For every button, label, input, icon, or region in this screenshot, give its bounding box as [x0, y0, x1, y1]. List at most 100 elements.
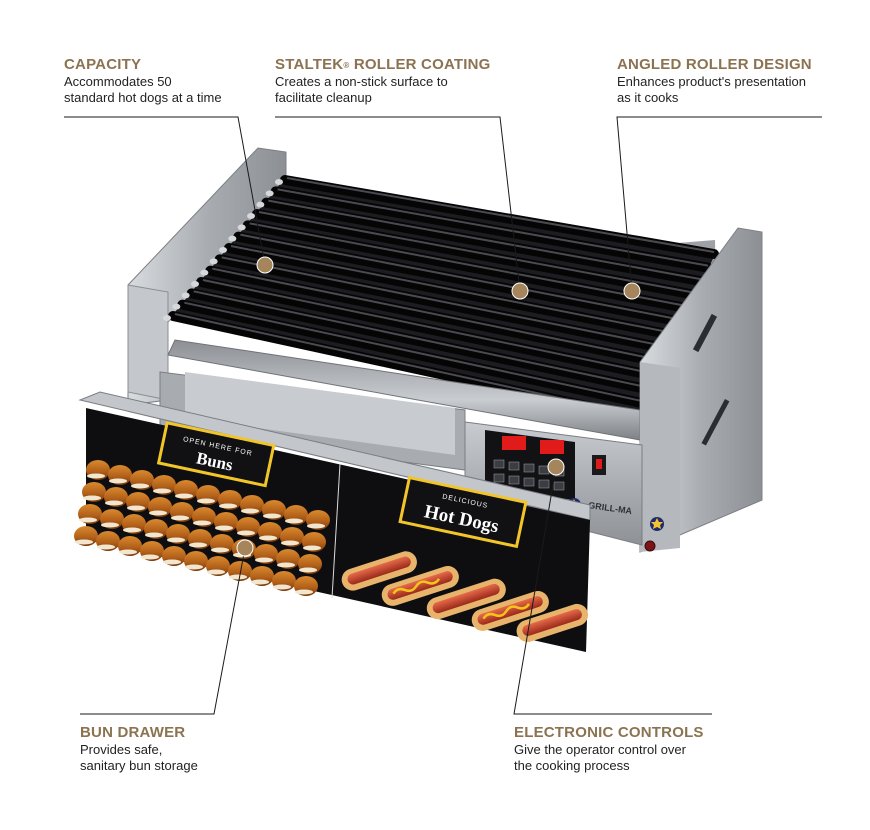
bun-crumb	[307, 523, 325, 529]
controls-leader-line	[513, 466, 712, 715]
controls-title: ELECTRONIC CONTROLS	[514, 724, 704, 741]
angled-desc-line1: Enhances product's presentation	[617, 74, 806, 89]
capacity-callout: CAPACITY Accommodates 50 standard hot do…	[64, 56, 222, 106]
buns-sign-panel	[160, 424, 272, 484]
bun-crumb	[79, 517, 97, 523]
bun-crumb	[211, 547, 229, 553]
mustard	[482, 603, 531, 620]
roller-end-cap	[275, 179, 283, 185]
sausage	[477, 596, 543, 625]
roller	[196, 277, 665, 382]
bun-crumb	[281, 540, 299, 546]
right-vent-slot-lower	[701, 398, 730, 446]
controls-marker-dot	[547, 458, 565, 476]
sausage	[432, 583, 500, 614]
roller-end-cap	[181, 292, 190, 299]
roller-end-cap	[163, 315, 171, 321]
bun-drawer-desc-line2: sanitary bun storage	[80, 758, 198, 773]
bun-crumb	[185, 564, 203, 570]
controls-desc-line1: Give the operator control over	[514, 742, 686, 757]
bun-crumb	[167, 537, 185, 543]
bun-crumb	[75, 539, 93, 545]
capacity-title: CAPACITY	[64, 56, 142, 73]
bun-crumb	[263, 513, 281, 519]
staltek-desc-line1: Creates a non-stick surface to	[275, 74, 448, 89]
bun-crumb	[255, 557, 273, 563]
bun-crumb	[285, 518, 303, 524]
roller-highlight	[277, 188, 709, 267]
bun-drawer-marker-dot	[236, 539, 254, 557]
bun-crumb	[273, 584, 291, 590]
hotdogs-sign-panel	[401, 479, 525, 545]
power-switch[interactable]	[596, 459, 602, 469]
photo-divider	[331, 463, 341, 599]
bun-crumb	[153, 488, 171, 494]
hot-dog	[426, 578, 506, 620]
bun-drawer-callout: BUN DRAWER Provides safe, sanitary bun s…	[80, 724, 198, 774]
roller-highlight	[230, 245, 679, 335]
hot-dog	[341, 551, 417, 591]
bun-crumb	[295, 589, 313, 595]
roller-highlight	[240, 233, 685, 322]
roller	[261, 197, 707, 287]
indicator-light	[644, 540, 656, 552]
keypad-button[interactable]	[553, 481, 565, 491]
bun-crumb	[109, 478, 127, 484]
staltek-callout: STALTEK® ROLLER COATING Creates a non-st…	[275, 56, 491, 106]
roller	[186, 288, 659, 396]
roller	[205, 265, 671, 369]
roller	[233, 231, 689, 328]
roller-highlight	[258, 211, 697, 294]
sausage	[522, 609, 582, 636]
hot-dog	[381, 565, 459, 606]
capacity-desc-line2: standard hot dogs at a time	[64, 90, 222, 105]
right-vent-slot	[692, 313, 718, 353]
angled-title: ANGLED ROLLER DESIGN	[617, 56, 812, 73]
hotdogs-sign: DELICIOUS Hot Dogs	[398, 475, 528, 549]
sausage	[347, 556, 411, 585]
keypad-button[interactable]	[508, 475, 520, 485]
roller-highlight	[202, 279, 661, 376]
bun-crumb	[175, 493, 193, 499]
roller	[280, 175, 719, 259]
roller-highlight	[193, 290, 655, 390]
roller	[252, 209, 701, 300]
keypad-button[interactable]	[523, 463, 535, 473]
bun-crumb	[149, 510, 167, 516]
capacity-desc-line1: Accommodates 50	[64, 74, 172, 89]
bun-crumb	[237, 530, 255, 536]
roller	[214, 254, 677, 355]
hot-dogs-photo	[341, 551, 589, 642]
roller-end-cap	[191, 281, 199, 287]
bun-crumb	[193, 520, 211, 526]
roller-end-cap	[209, 258, 218, 265]
bun-crumb	[229, 574, 247, 580]
rollers-group	[163, 175, 719, 423]
bun-crumb	[123, 527, 141, 533]
roller-end-cap	[172, 303, 181, 310]
keypad-button[interactable]	[493, 459, 505, 469]
roller-end-cap	[265, 190, 274, 197]
controls-desc-line2: the cooking process	[514, 758, 630, 773]
keypad-button[interactable]	[538, 465, 550, 475]
capacity-leader-line	[64, 116, 266, 266]
controls-callout: ELECTRONIC CONTROLS Give the operator co…	[514, 724, 704, 774]
bun-crumb	[87, 473, 105, 479]
keypad-button[interactable]	[508, 461, 520, 471]
keypad-button[interactable]	[538, 479, 550, 489]
roller-end-cap	[237, 224, 246, 231]
bun-crumb	[171, 515, 189, 521]
roller	[270, 186, 713, 273]
hot-dog	[516, 603, 589, 642]
led-display-right	[540, 440, 564, 454]
bun-drawer-title: BUN DRAWER	[80, 724, 186, 741]
bun-crumb	[101, 522, 119, 528]
keypad-button[interactable]	[493, 473, 505, 483]
roller-highlight	[184, 301, 649, 404]
roller-end-cap	[200, 269, 209, 276]
mustard	[392, 578, 441, 595]
staltek-title-main: STALTEK	[275, 56, 344, 73]
bun-crumb	[303, 545, 321, 551]
keypad-button[interactable]	[523, 477, 535, 487]
